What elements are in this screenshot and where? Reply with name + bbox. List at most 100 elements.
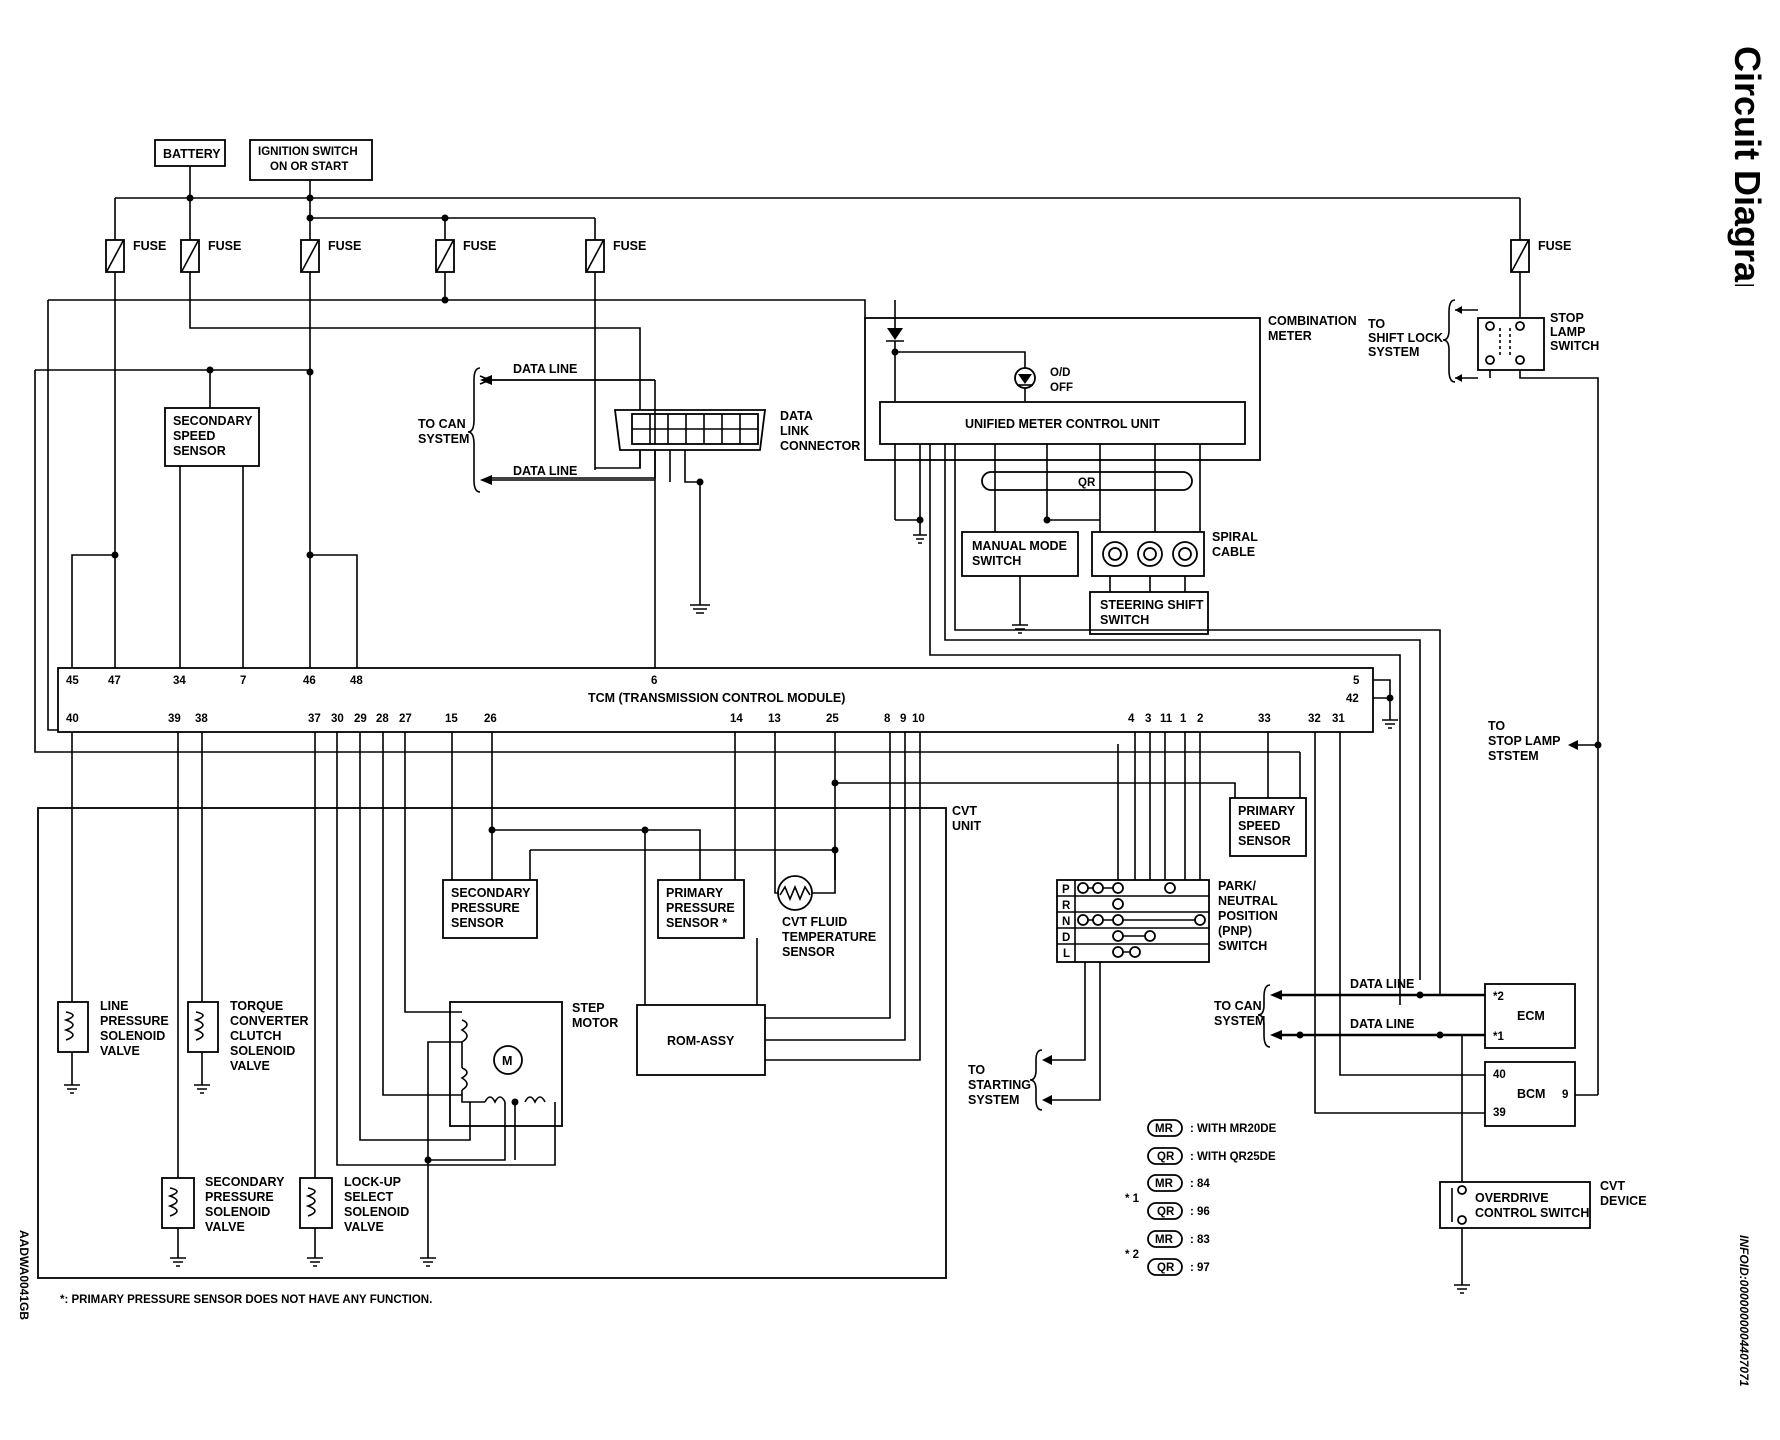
data-line-bottom: DATA LINE — [513, 464, 577, 478]
pnp-wires — [1117, 732, 1201, 880]
can-brace — [467, 367, 481, 493]
meter-tcm-wires — [929, 444, 1441, 1005]
svg-text:DEVICE: DEVICE — [1600, 1194, 1647, 1208]
svg-text:SENSOR: SENSOR — [451, 916, 504, 930]
svg-text:9: 9 — [900, 713, 906, 725]
svg-text:4: 4 — [1128, 713, 1135, 725]
svg-text:7: 7 — [240, 675, 246, 687]
svg-text:VALVE: VALVE — [230, 1059, 270, 1073]
fuse-3: FUSE — [300, 218, 361, 670]
line-pressure-solenoid-valve — [57, 732, 89, 1094]
svg-text:CVT FLUID: CVT FLUID — [782, 915, 847, 929]
svg-text:N: N — [1062, 916, 1070, 928]
svg-text:PRIMARY: PRIMARY — [666, 886, 724, 900]
svg-text:: 97: : 97 — [1190, 1262, 1210, 1274]
fuse-4: FUSE — [48, 218, 496, 301]
svg-text:40: 40 — [66, 713, 79, 725]
tcm-bottom-pins: 40 39 38 37 30 29 28 27 15 26 14 13 25 8… — [66, 713, 1345, 725]
svg-text:SOLENOID: SOLENOID — [100, 1029, 165, 1043]
svg-text:48: 48 — [350, 675, 363, 687]
svg-text:O/D: O/D — [1050, 367, 1070, 379]
torque-converter-solenoid-valve — [187, 732, 219, 1094]
svg-text:CVT: CVT — [952, 804, 977, 818]
svg-text:: 96: : 96 — [1190, 1206, 1210, 1218]
combination-meter-box — [864, 317, 1261, 461]
svg-text:P: P — [1062, 884, 1070, 896]
overdrive-switch-box — [1439, 1181, 1591, 1229]
svg-text:28: 28 — [376, 713, 389, 725]
svg-text:PRESSURE: PRESSURE — [205, 1190, 274, 1204]
svg-text:STEERING SHIFT: STEERING SHIFT — [1100, 598, 1204, 612]
tcm-ground — [1373, 679, 1398, 729]
page-title: Circuit Diagram — [1727, 46, 1768, 286]
data-line-top: DATA LINE — [513, 362, 577, 376]
svg-text:45: 45 — [66, 675, 79, 687]
qr-harness — [981, 471, 1193, 491]
svg-text:COMBINATION: COMBINATION — [1268, 314, 1357, 328]
ignition-switch-box — [249, 139, 373, 181]
battery-label: BATTERY — [163, 147, 221, 161]
meter-switch-wires — [994, 444, 1201, 540]
svg-text:VALVE: VALVE — [344, 1220, 384, 1234]
unified-meter-box — [879, 401, 1246, 445]
step-motor-coils — [460, 1019, 546, 1104]
svg-text:SOLENOID: SOLENOID — [230, 1044, 295, 1058]
svg-text:LOCK-UP: LOCK-UP — [344, 1175, 401, 1189]
svg-text:29: 29 — [354, 713, 367, 725]
svg-text:R: R — [1062, 900, 1071, 912]
ignition-label-1: IGNITION SWITCH — [258, 146, 358, 158]
svg-text:PRESSURE: PRESSURE — [666, 901, 735, 915]
svg-text:SPEED: SPEED — [1238, 819, 1280, 833]
fuse-5-label: FUSE — [613, 239, 646, 253]
svg-text:QR: QR — [1157, 1262, 1175, 1274]
svg-text:39: 39 — [1493, 1107, 1506, 1119]
svg-text:STOP: STOP — [1550, 311, 1584, 325]
svg-text:METER: METER — [1268, 329, 1312, 343]
svg-text:: 83: : 83 — [1190, 1234, 1210, 1246]
pnp-starting-wires — [1050, 962, 1101, 1101]
svg-text:5: 5 — [1353, 675, 1360, 687]
svg-text:TO CAN: TO CAN — [418, 417, 466, 431]
svg-text:TO: TO — [968, 1063, 985, 1077]
svg-text:MR: MR — [1155, 1234, 1174, 1246]
spiral-cable-box — [1091, 531, 1205, 577]
svg-text:VALVE: VALVE — [205, 1220, 245, 1234]
svg-text:BCM: BCM — [1517, 1087, 1545, 1101]
svg-text:1: 1 — [1180, 713, 1187, 725]
left-bus-inner — [34, 370, 1300, 753]
svg-text:15: 15 — [445, 713, 458, 725]
footnote: *: PRIMARY PRESSURE SENSOR DOES NOT HAVE… — [60, 1294, 432, 1306]
svg-text:10: 10 — [912, 713, 925, 725]
svg-text:SECONDARY: SECONDARY — [451, 886, 531, 900]
svg-text:SENSOR *: SENSOR * — [666, 916, 727, 930]
svg-text:PARK/: PARK/ — [1218, 879, 1256, 893]
meter-ground-wire — [895, 444, 921, 521]
svg-text:25: 25 — [826, 713, 839, 725]
cvt-fluid-temp-sensor-icon — [774, 732, 836, 911]
svg-text:11: 11 — [1160, 713, 1173, 725]
fuse-1: FUSE — [105, 198, 166, 670]
svg-text:QR: QR — [1157, 1151, 1175, 1163]
svg-text:DATA LINE: DATA LINE — [1350, 977, 1414, 991]
svg-text:27: 27 — [399, 713, 412, 725]
fuse-4-label: FUSE — [463, 239, 496, 253]
svg-text:TORQUE: TORQUE — [230, 999, 283, 1013]
step-motor-box — [449, 1001, 563, 1127]
svg-text:SYSTEM: SYSTEM — [1214, 1014, 1265, 1028]
svg-text:13: 13 — [768, 713, 781, 725]
svg-text:38: 38 — [195, 713, 208, 725]
svg-text:CLUTCH: CLUTCH — [230, 1029, 281, 1043]
svg-text:* 2: * 2 — [1125, 1249, 1139, 1261]
stop-lamp-switch-box — [1477, 317, 1545, 371]
svg-text:14: 14 — [730, 713, 743, 725]
svg-text:39: 39 — [168, 713, 181, 725]
fuse-6: FUSE — [1510, 198, 1571, 318]
steering-shift-switch-box — [1089, 591, 1209, 635]
secondary-speed-sensor-box — [164, 407, 260, 467]
svg-text:SYSTEM: SYSTEM — [418, 432, 469, 446]
step-motor-ground — [420, 1160, 436, 1267]
svg-text:CONTROL SWITCH: CONTROL SWITCH — [1475, 1206, 1589, 1220]
svg-text:DATA LINE: DATA LINE — [1350, 1017, 1414, 1031]
bcm-box — [1484, 1061, 1576, 1127]
svg-text:SPEED: SPEED — [173, 429, 215, 443]
